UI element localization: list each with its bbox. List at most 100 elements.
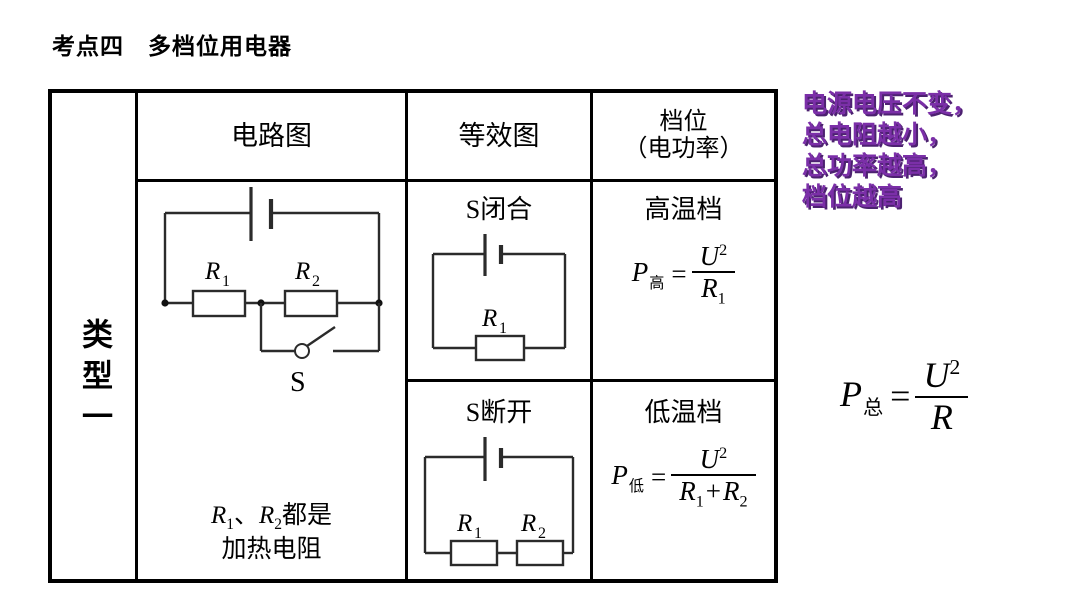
formula-low-lhs: P低 bbox=[611, 460, 646, 495]
caption-tail: 都是 bbox=[282, 501, 333, 529]
equivalent-schematic-closed: R 1 bbox=[431, 234, 567, 362]
table-divider-vertical-equivalent bbox=[590, 93, 593, 579]
label-r1-sub: 1 bbox=[222, 273, 230, 290]
total-power-equals: = bbox=[890, 376, 911, 417]
eq1-label-r1-sub: 1 bbox=[499, 320, 507, 337]
gear-cell-high: 高温档 P高 = U2 R1 bbox=[593, 179, 774, 379]
formula-high-p: P bbox=[631, 257, 649, 288]
formula-low-bar bbox=[671, 474, 756, 477]
formula-high-r: R bbox=[701, 273, 718, 304]
total-power-u: U bbox=[923, 355, 950, 395]
formula-low-r2: R bbox=[723, 476, 740, 507]
label-r2-sub: 2 bbox=[312, 273, 320, 290]
header-equivalent-diagram: 等效图 bbox=[458, 120, 540, 151]
eq2-resistor-r2-body bbox=[515, 539, 565, 567]
total-power-exp: 2 bbox=[949, 355, 961, 379]
formula-low-sub: 低 bbox=[628, 478, 644, 495]
side-note-line1: 电源电压不变， bbox=[802, 89, 978, 118]
eq1-resistor-r1-body bbox=[474, 334, 526, 362]
formula-high-exp: 2 bbox=[719, 241, 728, 259]
formula-low: P低 = U2 R1+R2 bbox=[599, 444, 768, 511]
equivalent-title-closed: S闭合 bbox=[465, 195, 533, 224]
eq2-label-r1-sub: 1 bbox=[474, 525, 482, 542]
header-circuit-diagram: 电路图 bbox=[231, 120, 312, 151]
circuit-diagram-cell: R 1 R 2 S R1、R2都是 加热电阻 bbox=[138, 179, 405, 579]
side-note-line3: 总功率越高， bbox=[802, 151, 953, 180]
formula-high-sub: 高 bbox=[649, 275, 665, 292]
formula-low-wrap: P低 = U2 R1+R2 bbox=[593, 444, 774, 511]
equivalent-cell-switch-open: S断开 R 1 R 2 bbox=[408, 382, 590, 579]
formula-low-plus: + bbox=[705, 476, 722, 507]
table-divider-vertical-type bbox=[135, 93, 138, 579]
label-r1: R bbox=[204, 258, 220, 285]
switch-pivot bbox=[293, 343, 310, 359]
formula-low-r1-sub: 1 bbox=[695, 492, 704, 511]
formula-high-equals: = bbox=[671, 259, 687, 290]
label-switch-s: S bbox=[290, 367, 306, 398]
formula-high-bar bbox=[691, 271, 736, 274]
eq2-label-r2-sub: 2 bbox=[538, 525, 546, 542]
circuit-caption: R1、R2都是 加热电阻 bbox=[138, 501, 405, 565]
formula-low-exp: 2 bbox=[719, 444, 728, 462]
formula-low-r1: R bbox=[679, 476, 696, 507]
header-gear-power: 档位 （电功率） bbox=[593, 93, 774, 179]
switch-lever bbox=[305, 326, 336, 347]
formula-low-r2-sub: 2 bbox=[739, 492, 748, 511]
total-power-fraction: U2 R bbox=[915, 356, 969, 437]
formula-high-u: U bbox=[699, 241, 720, 271]
type-label-text: 类型一 bbox=[76, 317, 112, 441]
total-power-formula: P总 = U2 R bbox=[840, 356, 969, 437]
formula-low-numerator: U2 bbox=[692, 444, 736, 474]
label-r2: R bbox=[294, 258, 310, 285]
formula-high-wrap: P高 = U2 R1 bbox=[593, 241, 774, 308]
eq1-label-r1: R bbox=[481, 305, 497, 332]
table-divider-row bbox=[405, 379, 774, 382]
formula-high-denominator: R1 bbox=[693, 273, 734, 307]
comparison-table: 电路图 等效图 档位 （电功率） 类型一 bbox=[48, 89, 778, 583]
caption-r2-sub: 2 bbox=[274, 515, 283, 533]
total-power-numerator: U2 bbox=[915, 356, 968, 396]
table-divider-vertical-circuit bbox=[405, 93, 408, 579]
formula-low-u: U bbox=[699, 444, 720, 474]
total-power-denominator: R bbox=[930, 396, 953, 437]
eq2-label-r2: R bbox=[520, 510, 536, 537]
page-title: 考点四 多档位用电器 bbox=[52, 34, 292, 60]
total-power-bar bbox=[915, 395, 969, 398]
side-note-line2: 总电阻越小， bbox=[802, 120, 953, 149]
eq2-resistor-r1-body bbox=[449, 539, 499, 567]
formula-high-r-sub: 1 bbox=[717, 289, 726, 308]
formula-low-p: P bbox=[611, 460, 628, 491]
header-gear-line2: （电功率） bbox=[623, 136, 744, 162]
total-power-p: P bbox=[840, 373, 862, 414]
resistor-r1-body bbox=[191, 289, 246, 318]
caption-r1: R bbox=[210, 501, 227, 529]
formula-low-denominator: R1+R2 bbox=[671, 476, 755, 510]
equivalent-cell-switch-closed: S闭合 R 1 bbox=[408, 179, 590, 379]
formula-high-numerator: U2 bbox=[692, 241, 736, 271]
total-power-formula-wrap: P总 = U2 R bbox=[840, 356, 969, 437]
gear-cell-low: 低温档 P低 = U2 R1+R2 bbox=[593, 382, 774, 579]
eq2-label-r1: R bbox=[456, 510, 472, 537]
gear-title-low: 低温档 bbox=[644, 398, 723, 427]
circuit-caption-line1: R1、R2都是 bbox=[138, 501, 405, 535]
equivalent-schematic-open: R 1 R 2 bbox=[423, 437, 575, 567]
caption-r1-sub: 1 bbox=[226, 515, 234, 533]
main-circuit-schematic: R 1 R 2 S bbox=[160, 187, 383, 398]
table-divider-header bbox=[135, 179, 774, 182]
formula-low-fraction: U2 R1+R2 bbox=[671, 444, 756, 511]
total-power-lhs: P总 bbox=[840, 373, 885, 420]
equivalent-title-open: S断开 bbox=[465, 398, 533, 427]
caption-r2: R bbox=[259, 501, 275, 529]
caption-separator: 、 bbox=[233, 501, 259, 529]
gear-title-high: 高温档 bbox=[644, 195, 723, 224]
node-left bbox=[160, 299, 169, 307]
circuit-caption-line2: 加热电阻 bbox=[221, 535, 322, 563]
type-label-cell: 类型一 bbox=[52, 179, 135, 579]
total-power-sub: 总 bbox=[863, 396, 884, 419]
formula-high: P高 = U2 R1 bbox=[599, 241, 768, 308]
formula-low-equals: = bbox=[650, 462, 667, 493]
side-note-line4: 档位越高 bbox=[802, 182, 903, 211]
formula-high-fraction: U2 R1 bbox=[691, 241, 736, 308]
side-note: 电源电压不变， 总电阻越小， 总功率越高， 档位越高 bbox=[802, 88, 1074, 212]
formula-high-lhs: P高 bbox=[632, 257, 667, 292]
